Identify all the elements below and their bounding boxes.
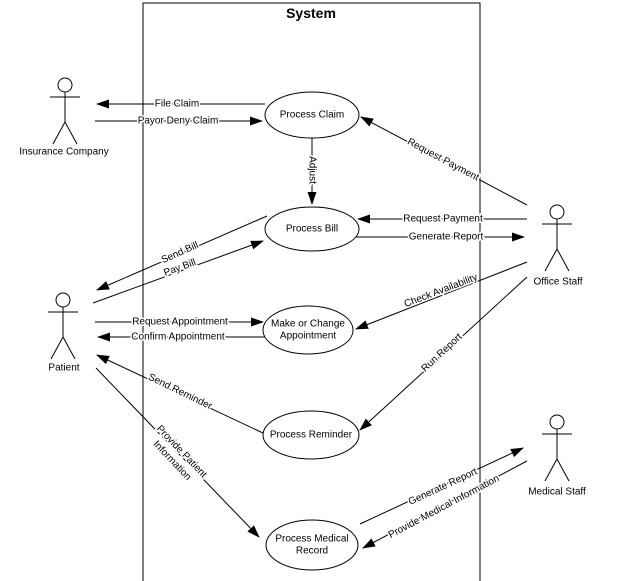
connector-label: Generate Report bbox=[409, 232, 484, 243]
connector-line bbox=[359, 447, 524, 525]
actor-office-staff: Office Staff bbox=[533, 204, 583, 288]
connector-provide-medical-information: Provide Medical Information bbox=[362, 460, 528, 549]
actor-patient: Patient bbox=[48, 292, 80, 374]
connector-label: Payor Deny Claim bbox=[138, 116, 219, 127]
person-icon bbox=[542, 204, 572, 272]
connector-run-report: Run Report bbox=[359, 276, 528, 431]
connector-label: File Claim bbox=[155, 99, 199, 110]
connector-label: Send Reminder bbox=[146, 372, 214, 413]
connector-send-bill: Send Bill bbox=[96, 215, 268, 291]
actor-label: Insurance Company bbox=[19, 147, 109, 158]
connector-payor-deny-claim: Payor Deny Claim bbox=[95, 114, 263, 128]
use-case-label-line1: Process Medical bbox=[275, 534, 348, 545]
connector-label: Provide Patient Information bbox=[149, 422, 210, 484]
connector-label: Run Report bbox=[420, 331, 465, 374]
connector-file-claim: File Claim bbox=[96, 97, 265, 111]
connector-generate-report-bill: Generate Report bbox=[356, 230, 525, 244]
actor-label: Office Staff bbox=[533, 277, 582, 288]
connector-request-payment-bill: Request Payment bbox=[357, 212, 527, 226]
connector-label: Request Payment bbox=[403, 214, 483, 225]
use-case-make-or-change-appointment: Make or Change Appointment bbox=[262, 305, 354, 355]
person-icon bbox=[48, 292, 78, 360]
connector-confirm-appointment: Confirm Appointment bbox=[97, 330, 266, 344]
use-case-process-reminder: Process Reminder bbox=[262, 410, 360, 460]
connector-send-reminder: Send Reminder bbox=[96, 354, 264, 434]
connector-line bbox=[95, 367, 260, 538]
connector-request-payment-claim: Request Payment bbox=[360, 116, 528, 206]
connector-line bbox=[92, 240, 264, 304]
use-case-ellipse bbox=[262, 305, 354, 355]
connector-line bbox=[362, 460, 528, 549]
connector-line bbox=[359, 276, 528, 431]
use-case-label-line2: Appointment bbox=[280, 331, 336, 342]
connector-line bbox=[96, 354, 264, 434]
use-case-ellipse bbox=[264, 206, 360, 252]
connector-check-availability: Check Availability bbox=[355, 261, 528, 330]
use-case-label-line1: Make or Change bbox=[271, 319, 345, 330]
use-case-process-claim: Process Claim bbox=[264, 91, 360, 139]
use-case-label: Process Reminder bbox=[270, 430, 353, 441]
system-boundary bbox=[142, 2, 481, 581]
actor-label: Medical Staff bbox=[528, 487, 586, 498]
connector-line bbox=[355, 261, 528, 330]
use-case-ellipse bbox=[265, 519, 359, 571]
connector-label: Adjust bbox=[307, 156, 318, 184]
use-case-label: Process Claim bbox=[280, 110, 344, 121]
system-title: System bbox=[286, 5, 336, 21]
actor-insurance-company: Insurance Company bbox=[19, 77, 109, 158]
connector-line bbox=[360, 116, 528, 206]
connector-label: Check Availability bbox=[403, 272, 479, 310]
use-case-ellipse bbox=[264, 91, 360, 139]
person-icon bbox=[50, 77, 80, 145]
actor-medical-staff: Medical Staff bbox=[528, 414, 586, 498]
actor-label: Patient bbox=[48, 363, 79, 374]
person-icon bbox=[542, 414, 572, 482]
use-case-label-line2: Record bbox=[296, 546, 328, 557]
use-case-process-bill: Process Bill bbox=[264, 206, 360, 252]
use-case-process-medical-record: Process Medical Record bbox=[265, 519, 359, 571]
connector-line bbox=[96, 215, 268, 291]
connector-label: Request Payment bbox=[405, 136, 481, 183]
connector-label: Request Appointment bbox=[132, 317, 228, 328]
use-case-ellipse bbox=[262, 410, 360, 460]
connector-adjust: Adjust bbox=[305, 138, 319, 205]
use-case-label: Process Bill bbox=[286, 224, 338, 235]
connector-label: Confirm Appointment bbox=[131, 332, 225, 343]
connector-request-appointment: Request Appointment bbox=[95, 315, 264, 329]
